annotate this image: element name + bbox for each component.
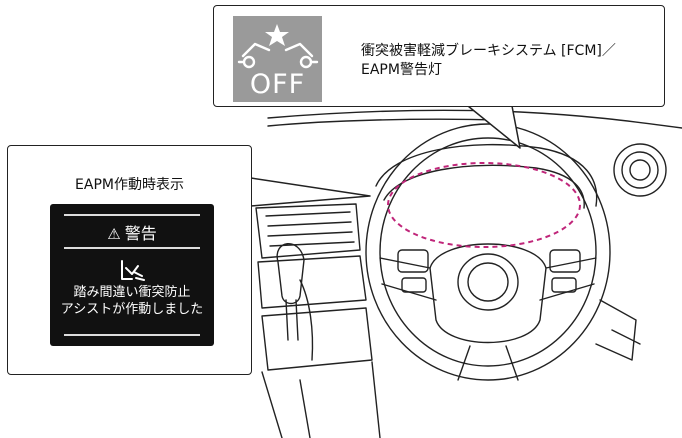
warning-label: 警告 — [124, 224, 157, 243]
cluster-highlight — [387, 162, 581, 248]
panel-message-line2: アシストが作動しました — [60, 302, 204, 317]
panel-divider-bottom — [64, 334, 200, 336]
eapm-display-title: EAPM作動時表示 — [75, 177, 184, 193]
panel-message-line1: 踏み間違い衝突防止 — [73, 285, 191, 300]
pedal-assist-icon — [121, 260, 145, 281]
warning-triangle-icon: ⚠ — [107, 225, 121, 243]
off-label: OFF — [249, 69, 306, 100]
panel-message: 踏み間違い衝突防止 アシストが作動しました — [50, 284, 214, 318]
panel-warning-heading: ⚠警告 — [50, 220, 214, 244]
eapm-display-panel: ⚠警告 踏み間違い衝突防止 アシストが作動しました — [50, 204, 214, 346]
panel-divider-top — [64, 214, 200, 216]
warning-lamp-label: 衝突被害軽減ブレーキシステム [FCM]／ EAPM警告灯 — [361, 42, 616, 80]
panel-divider-middle — [64, 247, 200, 249]
warning-lamp-label-line1: 衝突被害軽減ブレーキシステム [FCM]／ — [361, 43, 616, 59]
warning-lamp-callout: OFF 衝突被害軽減ブレーキシステム [FCM]／ EAPM警告灯 — [213, 5, 665, 107]
fcm-off-warning-icon: OFF — [233, 16, 322, 102]
car-collision-icon — [237, 24, 319, 69]
eapm-display-callout: EAPM作動時表示 ⚠警告 踏み間違い衝突防止 アシストが作動しました — [7, 145, 252, 375]
warning-lamp-label-line2: EAPM警告灯 — [361, 62, 442, 78]
